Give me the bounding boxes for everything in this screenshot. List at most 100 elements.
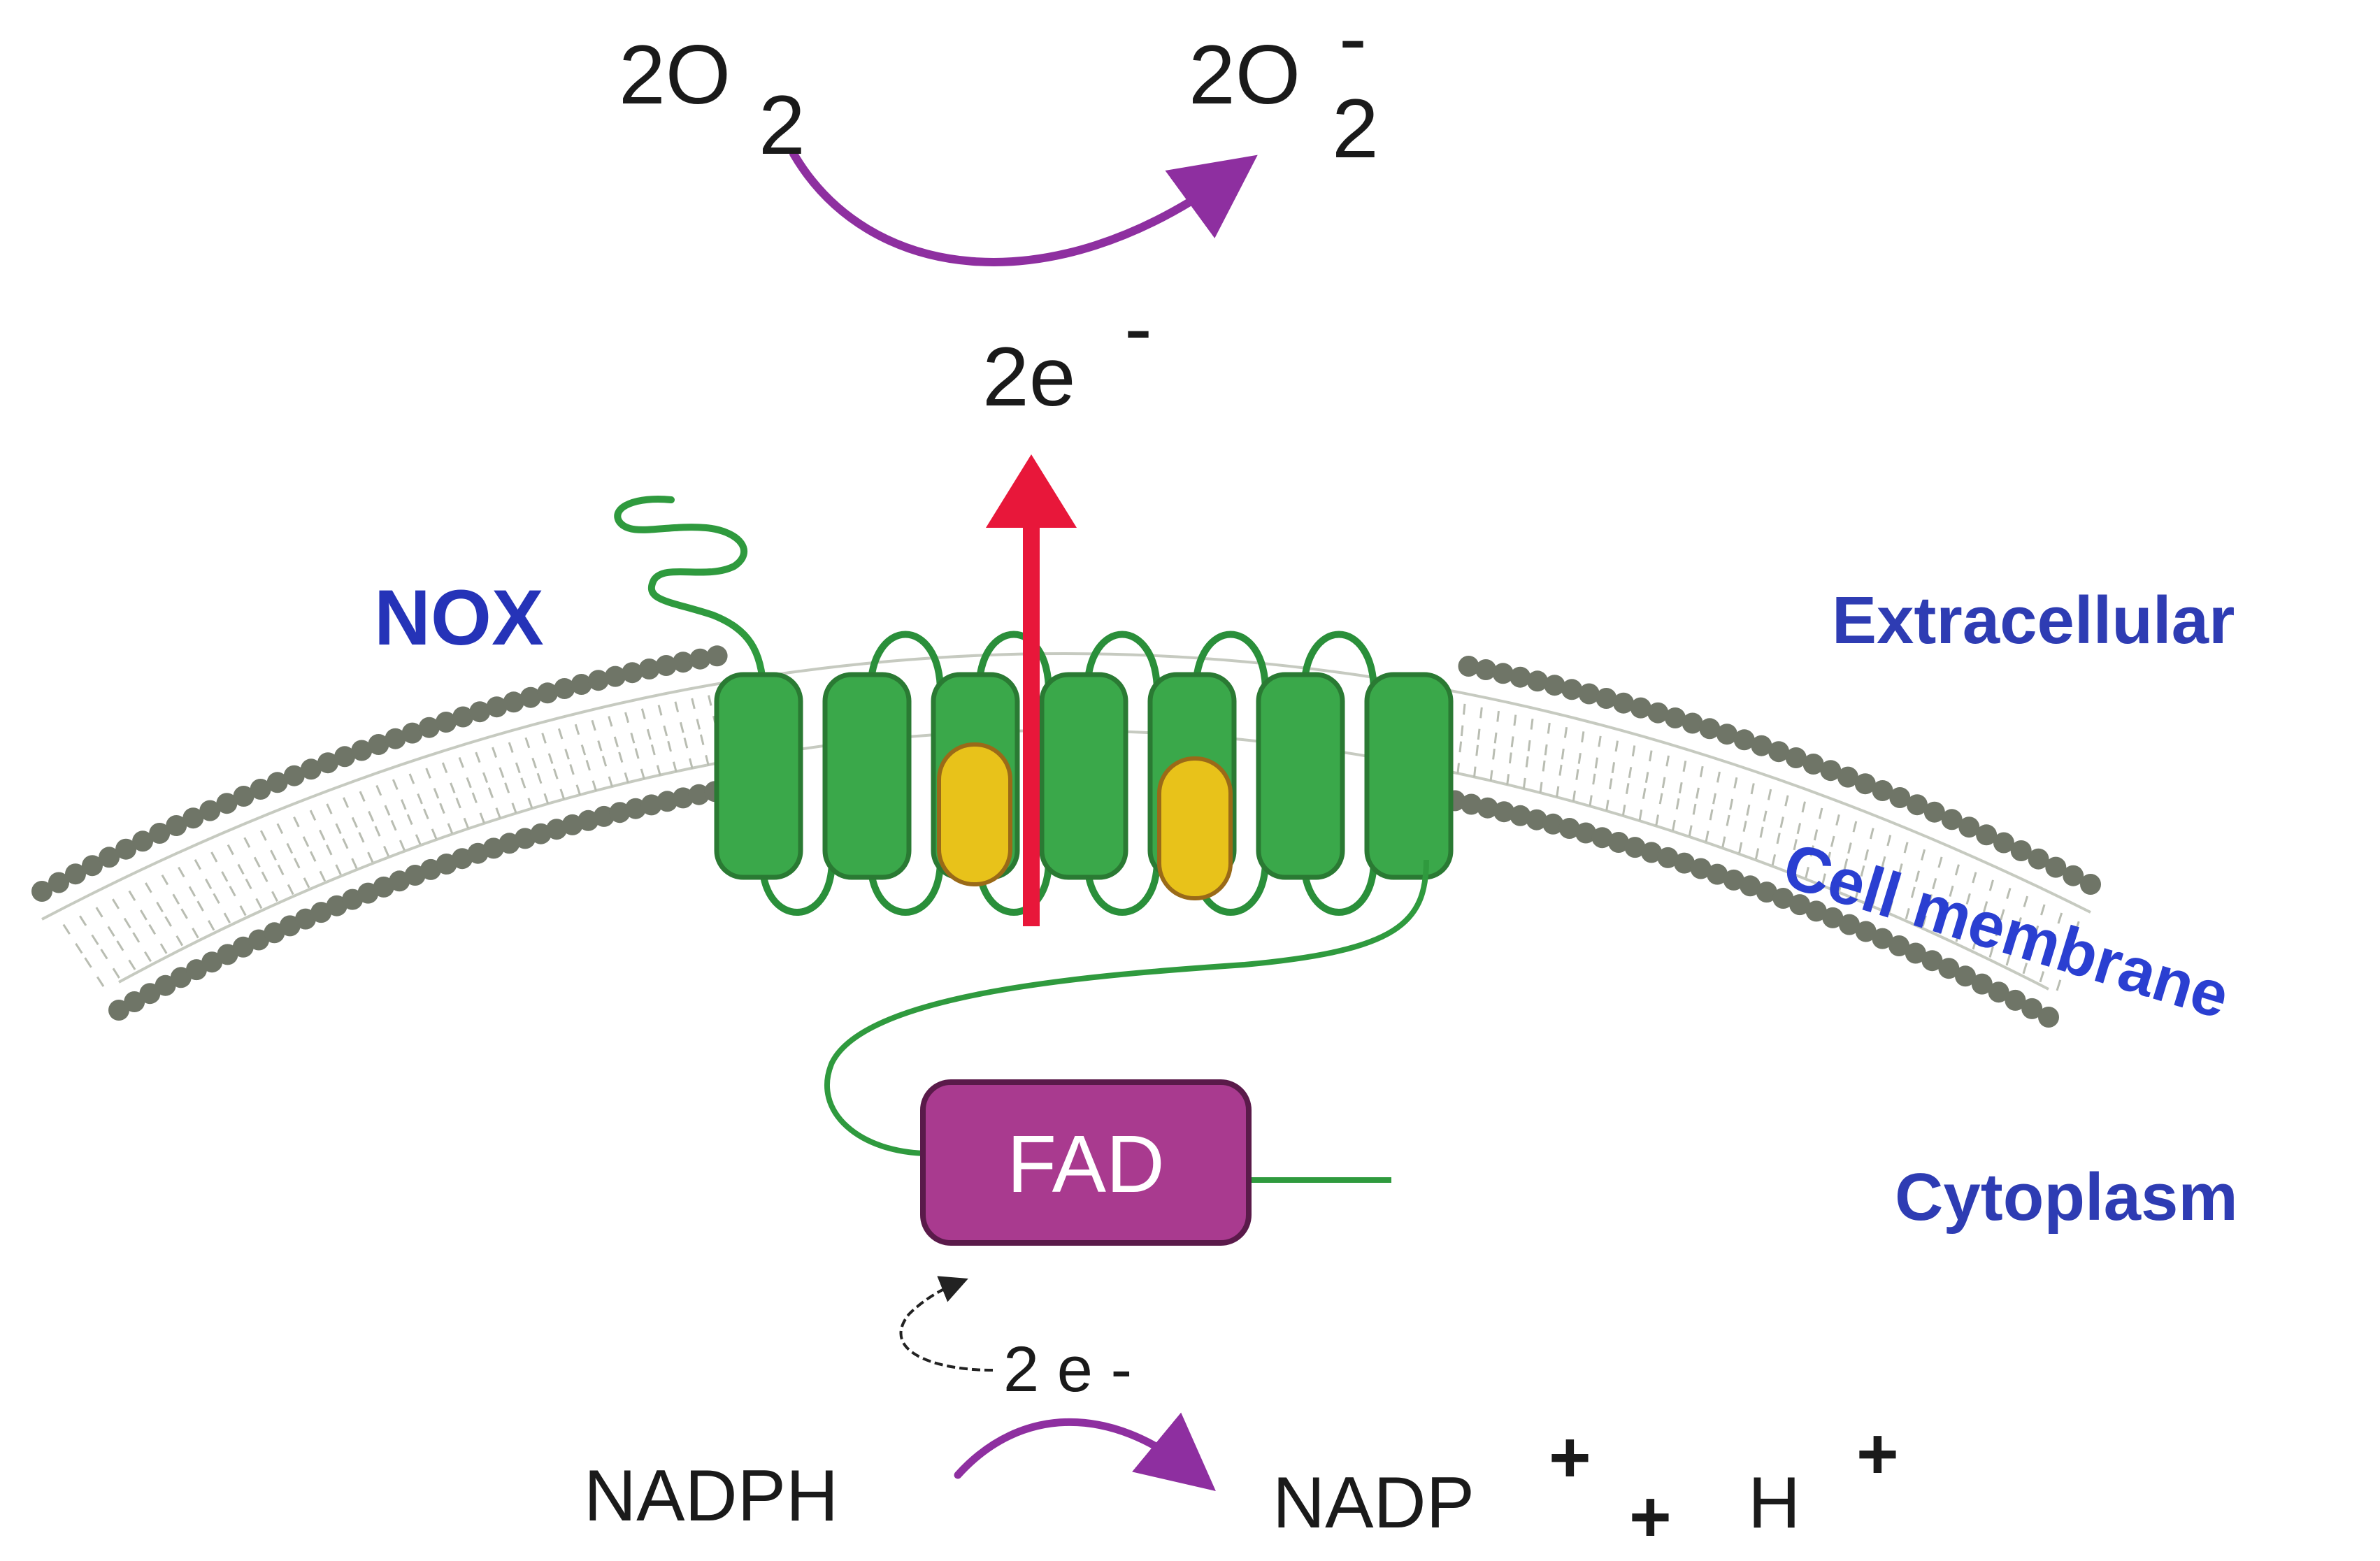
lipid-tail <box>1561 748 1565 760</box>
lipid-tail <box>1644 772 1649 784</box>
lipid-tail <box>276 823 284 835</box>
lipid-head <box>1544 675 1565 696</box>
lipid-tail <box>696 719 701 730</box>
lipid-head <box>217 944 238 965</box>
lipid-tail <box>624 772 629 784</box>
lipid-tail <box>326 803 333 814</box>
lipid-tail <box>1721 836 1726 848</box>
electron-transfer-arrow <box>986 454 1077 926</box>
lipid-head <box>483 837 504 859</box>
lipid-head <box>248 929 270 951</box>
lipid-head <box>216 793 238 814</box>
lipid-tail <box>1544 744 1548 756</box>
lipid-tail <box>172 893 180 905</box>
lipid-head <box>640 794 662 816</box>
lipid-tail <box>1871 893 1877 905</box>
heme-group-left <box>937 742 1012 886</box>
lipid-tail <box>524 737 531 749</box>
transmembrane-helix-4 <box>1039 672 1128 880</box>
lipid-head <box>368 734 389 755</box>
lipid-head <box>1492 663 1514 684</box>
lipid-tail <box>259 830 267 841</box>
lipid-tail <box>1692 803 1697 815</box>
lipid-head <box>48 872 69 893</box>
lipid-tail <box>1972 872 1977 884</box>
lipid-tail <box>504 782 510 793</box>
lipid-tail <box>624 712 630 724</box>
lipid-tail <box>161 874 169 886</box>
lipid-head <box>132 830 154 852</box>
lipid-tail <box>1927 894 1933 906</box>
lipid-tail <box>140 909 148 921</box>
lipid-tail <box>2056 979 2062 991</box>
lipid-tail <box>657 705 663 716</box>
lipid-tail <box>1575 769 1579 780</box>
lipid-tail <box>399 840 406 851</box>
lipid-head <box>385 728 406 749</box>
extracellular-label: Extracellular <box>1832 583 2235 658</box>
lipid-tail <box>487 787 494 798</box>
lipid-tail <box>2033 925 2040 937</box>
superoxide-conversion-arrow <box>789 150 1258 266</box>
lipid-tail <box>164 916 172 927</box>
lipid-head <box>673 787 694 809</box>
lipid-tail <box>1914 870 1920 882</box>
lipid-tail <box>543 793 550 805</box>
lipid-tail <box>431 828 438 840</box>
lipid-tail <box>699 734 705 745</box>
lipid-tail <box>148 923 157 935</box>
lipid-tail <box>1463 703 1466 715</box>
lipid-tail <box>194 858 201 870</box>
lipid-tail <box>335 864 342 875</box>
lipid-head <box>1955 965 1976 987</box>
lipid-tail <box>1763 810 1768 822</box>
lipid-head <box>499 833 520 854</box>
lipid-tail <box>482 772 489 784</box>
lipid-tail <box>1738 842 1743 854</box>
lipid-head <box>1723 869 1744 891</box>
lipid-tail <box>1949 885 1954 897</box>
lipid-tail <box>1473 766 1477 778</box>
lipid-head <box>1608 832 1629 853</box>
lipid-tail <box>223 912 231 923</box>
lipid-tail <box>351 817 358 828</box>
lipid-tail <box>302 836 310 847</box>
lipid-head <box>334 746 356 768</box>
lipid-tail <box>564 749 570 760</box>
lipid-tail <box>1726 814 1730 826</box>
lipid-tail <box>1589 795 1593 807</box>
oxygen-reactant-subscript: 2 <box>759 78 805 172</box>
lipid-tail <box>1847 842 1852 854</box>
lipid-tail <box>527 798 533 809</box>
lipid-head <box>1789 894 1811 916</box>
lipid-tail <box>1921 915 1927 927</box>
membrane-heads-outer <box>31 645 2101 902</box>
lipid-tail <box>679 721 684 733</box>
lipid-tail <box>1937 856 1943 868</box>
lipid-head <box>625 798 647 819</box>
lipid-tail <box>683 738 689 749</box>
lipid-tail <box>1605 800 1610 811</box>
lipid-tail <box>569 764 575 775</box>
lipid-tail <box>2039 971 2045 983</box>
transmembrane-helix-2 <box>822 672 912 880</box>
electron-bottom-label: 2 e - <box>1003 1334 1132 1405</box>
lipid-tail <box>351 858 358 869</box>
lipid-tail <box>293 857 301 869</box>
lipid-tail <box>552 768 559 779</box>
superoxide-product: 2O <box>1189 28 1300 122</box>
lipid-tail <box>319 870 327 882</box>
lipid-tail <box>708 695 712 706</box>
lipid-head <box>519 686 541 708</box>
lipid-tail <box>243 837 251 848</box>
lipid-tail <box>343 797 350 808</box>
lipid-tail <box>1746 804 1751 816</box>
lipid-tail <box>663 725 668 737</box>
lipid-tail <box>608 776 613 787</box>
lipid-tail <box>1733 777 1738 789</box>
lipid-tail <box>1813 829 1819 841</box>
lipid-head <box>1641 842 1662 863</box>
lipid-head <box>1958 817 1980 838</box>
lipid-head <box>2063 865 2084 886</box>
